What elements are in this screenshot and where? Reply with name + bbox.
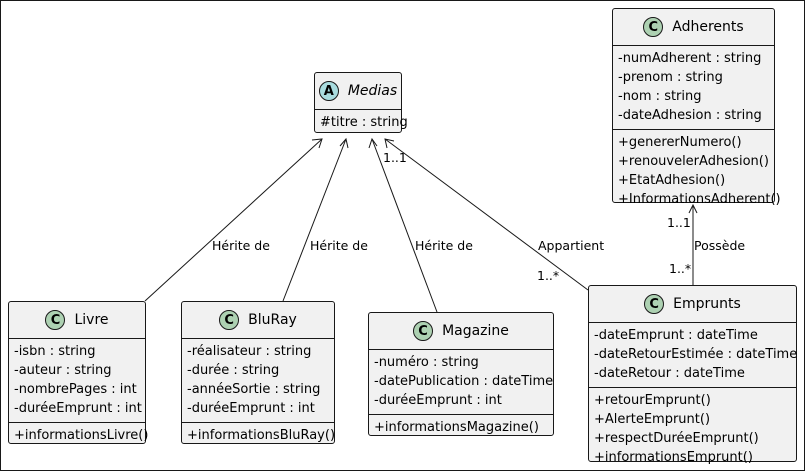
attribute: -numéro : string [374,355,479,370]
attributes-section: -réalisateur : string -durée : string -a… [182,339,334,423]
arrowhead-bluray-medias [339,137,349,149]
method: +informationsMagazine() [374,420,539,435]
class-name: Adherents [672,19,744,35]
edge-livre-medias [144,138,323,302]
attribute: -duréeEmprunt : int [14,401,142,416]
attribute: -duréeEmprunt : int [187,401,315,416]
label-magazine-medias: Hérite de [415,238,473,253]
methods-section: +informationsLivre() [9,423,149,449]
class-bluray[interactable]: C BluRay -réalisateur : string -durée : … [181,301,335,444]
attribute: -datePublication : dateTime [374,374,554,389]
methods-section: +informationsBluRay() [182,423,336,449]
method: +EtatAdhesion() [618,173,726,188]
arrowhead-emprunts-adherents [688,203,698,214]
methods-section: +informationsMagazine() [369,415,553,441]
class-header: C Adherents [613,9,774,46]
attribute: -duréeEmprunt : int [374,393,502,408]
attribute: -dateAdhesion : string [618,108,762,123]
method: +retourEmprunt() [594,393,711,408]
arrowhead-emprunts-medias [384,138,395,149]
class-livre[interactable]: C Livre -isbn : string -auteur : string … [8,301,148,444]
class-name: Livre [74,312,109,328]
attributes-section: #titre : string [315,110,408,136]
method: +InformationsAdherent() [618,192,781,207]
methods-section: +retourEmprunt() +AlerteEmprunt() +respe… [589,388,796,471]
attributes-section: -numAdherent : string -prenom : string -… [613,46,774,130]
label-livre-medias: Hérite de [212,238,270,253]
method: +informationsLivre() [14,428,149,443]
label-bluray-medias: Hérite de [310,238,368,253]
multiplicity-adherents: 1..1 [667,215,691,230]
arrowhead-magazine-medias [368,137,378,149]
abstract-class-icon: A [318,81,339,101]
class-emprunts[interactable]: C Emprunts -dateEmprunt : dateTime -date… [588,285,798,465]
label-emprunts-adherents: Possède [694,238,746,253]
class-icon: C [45,310,66,330]
class-name: Medias [347,83,398,99]
attributes-section: -dateEmprunt : dateTime -dateRetourEstim… [589,323,798,388]
attribute: -réalisateur : string [187,344,312,359]
multiplicity-emprunts-medias: 1..* [537,268,560,283]
class-icon: C [644,294,665,314]
method: +informationsBluRay() [187,428,336,443]
attribute: -dateRetour : dateTime [594,366,745,381]
class-adherents[interactable]: C Adherents -numAdherent : string -preno… [612,8,781,207]
attribute: -prenom : string [618,70,723,85]
class-name: Emprunts [673,296,741,312]
attribute: -numAdherent : string [618,51,762,66]
class-medias[interactable]: A Medias #titre : string [314,72,408,136]
methods-section: +genererNumero() +renouvelerAdhesion() +… [613,130,781,213]
attribute: -durée : string [187,363,280,378]
label-emprunts-medias: Appartient [538,238,605,253]
method: +respectDuréeEmprunt() [594,431,759,446]
arrowhead-livre-medias [311,138,323,149]
class-name: BluRay [248,312,297,328]
attribute: -dateEmprunt : dateTime [594,328,758,343]
method: +renouvelerAdhesion() [618,154,769,169]
class-name: Magazine [442,323,509,339]
edge-bluray-medias [282,138,347,302]
class-icon: C [643,17,664,37]
class-icon: C [413,321,434,341]
attribute: -isbn : string [14,344,96,359]
attribute: -auteur : string [14,363,112,378]
class-header: C Livre [9,302,145,339]
class-magazine[interactable]: C Magazine -numéro : string -datePublica… [368,312,554,436]
attribute: -nombrePages : int [14,382,137,397]
class-header: A Medias [315,73,401,110]
class-header: C Emprunts [589,286,796,323]
attribute: -dateRetourEstimée : dateTime [594,347,798,362]
attribute: -nom : string [618,89,702,104]
method: +AlerteEmprunt() [594,412,711,427]
attribute: #titre : string [320,115,408,130]
class-header: C BluRay [182,302,334,339]
method: +informationsEmprunt() [594,450,753,465]
attributes-section: -isbn : string -auteur : string -nombreP… [9,339,145,423]
attribute: -annéeSortie : string [187,382,321,397]
edge-magazine-medias [371,138,438,313]
class-icon: C [219,310,240,330]
class-header: C Magazine [369,313,553,350]
multiplicity-medias: 1..1 [383,150,407,165]
attributes-section: -numéro : string -datePublication : date… [369,350,553,415]
method: +genererNumero() [618,135,742,150]
multiplicity-emprunts-adherents: 1..* [669,261,692,276]
edge-emprunts-medias [384,138,589,291]
